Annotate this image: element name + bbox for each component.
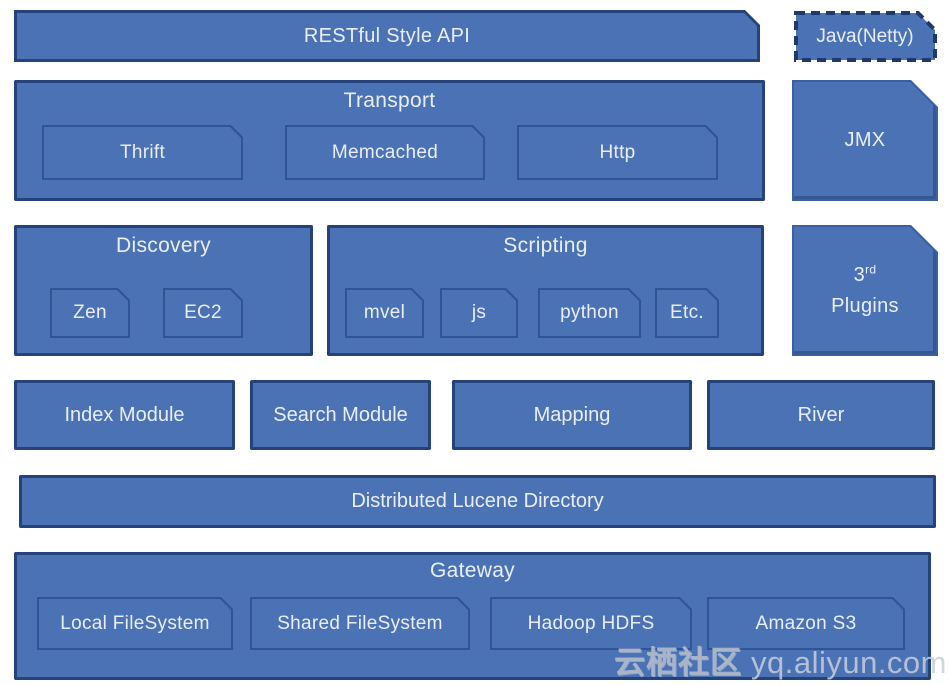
- search-module-label: Search Module: [273, 403, 408, 426]
- gateway-title: Gateway: [430, 559, 515, 582]
- watermark: 云栖社区 yq.aliyun.com: [614, 637, 947, 682]
- search-module-box: Search Module: [250, 380, 431, 450]
- restful-api-box: RESTful Style API: [14, 10, 760, 62]
- box-fill: [252, 599, 468, 648]
- thrift-label: Thrift: [119, 141, 166, 163]
- mapping-box: Mapping: [452, 380, 692, 450]
- shared-filesystem-label: Shared FileSystem: [277, 612, 443, 634]
- thrift-box: Thrift: [42, 125, 243, 180]
- box-fill: [165, 290, 241, 336]
- box-fill: [17, 13, 757, 59]
- box-fill: [287, 127, 483, 178]
- lucene-directory-label: Distributed Lucene Directory: [351, 490, 604, 512]
- box-fill: [39, 599, 231, 648]
- local-filesystem-label: Local FileSystem: [60, 612, 210, 634]
- index-module-label: Index Module: [64, 403, 185, 426]
- box-fill: [657, 290, 717, 336]
- box-fill: [442, 290, 516, 336]
- scripting-title: Scripting: [503, 234, 588, 257]
- amazon-s3-box: Amazon S3: [707, 597, 905, 650]
- js-label: js: [471, 302, 487, 323]
- memcached-label: Memcached: [331, 141, 439, 163]
- box-fill: [794, 227, 936, 354]
- python-box: python: [538, 288, 641, 338]
- etc-label: Etc.: [670, 302, 704, 323]
- jmx-label: JMX: [844, 129, 886, 151]
- zen-label: Zen: [73, 302, 107, 323]
- java-netty-box: Java(Netty): [792, 10, 938, 63]
- discovery-title: Discovery: [116, 234, 211, 257]
- transport-title: Transport: [343, 89, 436, 112]
- lucene-directory-box: Distributed Lucene Directory: [19, 475, 936, 528]
- box-fill: [540, 290, 639, 336]
- etc-box: Etc.: [655, 288, 719, 338]
- memcached-box: Memcached: [285, 125, 485, 180]
- http-label: Http: [599, 141, 636, 163]
- transport-panel: Transport Thrift Memcached Http: [14, 80, 765, 201]
- box-fill: [794, 82, 936, 199]
- gateway-panel: Gateway Local FileSystem Shared FileSyst…: [14, 552, 931, 680]
- watermark-site-name: 云栖社区: [613, 645, 742, 680]
- jmx-box: JMX: [792, 80, 938, 201]
- mapping-label: Mapping: [533, 403, 611, 426]
- local-filesystem-box: Local FileSystem: [37, 597, 233, 650]
- river-label: River: [797, 403, 845, 426]
- box-fill: [347, 290, 422, 336]
- box-fill: [519, 127, 716, 178]
- box-fill: [709, 599, 903, 648]
- ec2-box: EC2: [163, 288, 243, 338]
- shared-filesystem-box: Shared FileSystem: [250, 597, 470, 650]
- mvel-label: mvel: [363, 302, 406, 323]
- amazon-s3-label: Amazon S3: [755, 612, 857, 634]
- mvel-box: mvel: [345, 288, 424, 338]
- watermark-site-url: yq.aliyun.com: [750, 645, 947, 680]
- http-box: Http: [517, 125, 718, 180]
- js-box: js: [440, 288, 518, 338]
- hadoop-hdfs-box: Hadoop HDFS: [490, 597, 692, 650]
- java-netty-label: Java(Netty): [816, 25, 914, 47]
- hadoop-hdfs-label: Hadoop HDFS: [527, 612, 655, 634]
- ec2-label: EC2: [184, 302, 222, 323]
- river-box: River: [707, 380, 935, 450]
- zen-box: Zen: [50, 288, 130, 338]
- python-label: python: [560, 302, 619, 323]
- dashed-border-shape: [794, 11, 937, 62]
- index-module-box: Index Module: [14, 380, 235, 450]
- box-fill: [44, 127, 241, 178]
- restful-api-label: RESTful Style API: [303, 24, 471, 47]
- scripting-panel: Scripting mvel js python Etc.: [327, 225, 764, 356]
- discovery-panel: Discovery Zen EC2: [14, 225, 313, 356]
- box-fill: [52, 290, 128, 336]
- box-fill: [492, 599, 690, 648]
